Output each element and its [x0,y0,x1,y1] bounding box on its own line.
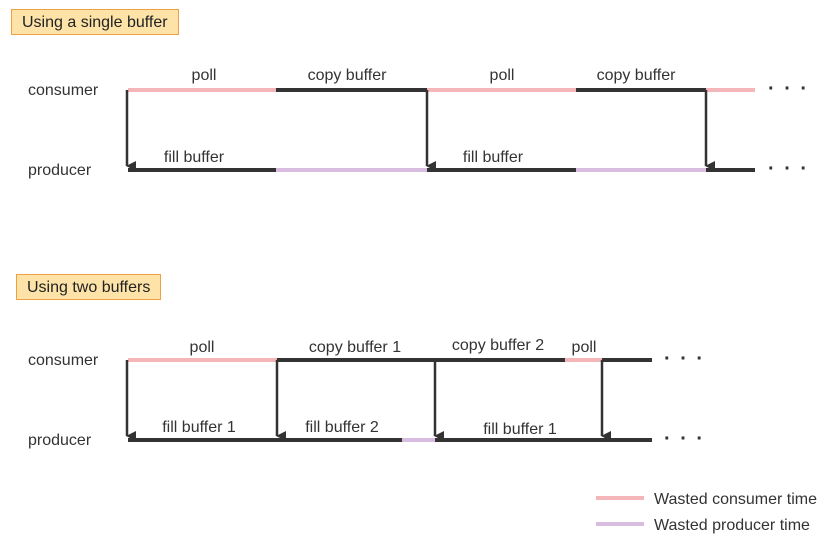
section-title-two-buffers: Using two buffers [16,274,162,300]
legend-label-producer: Wasted producer time [654,517,810,534]
row-label-consumer: consumer [28,352,99,369]
section-title-single-buffer: Using a single buffer [11,9,179,35]
segment-label-fill-buffer-2: fill buffer 2 [305,419,379,436]
segment-label-poll: poll [190,339,215,356]
row-label-producer: producer [28,162,92,179]
row-label-consumer: consumer [28,82,99,99]
segment-label-fill-buffer: fill buffer [164,149,225,166]
segment-label-poll: poll [572,339,597,356]
segment-label-copy-buffer-1: copy buffer 1 [309,339,401,356]
segment-label-fill-buffer-1: fill buffer 1 [162,419,236,436]
segment-label-poll: poll [192,67,217,84]
legend-label-consumer: Wasted consumer time [654,491,817,508]
ellipsis: · · · [664,348,705,370]
segment-label-copy-buffer: copy buffer [308,67,388,84]
segment-label-poll: poll [490,67,515,84]
ellipsis: · · · [768,158,809,180]
segment-label-copy-buffer: copy buffer [597,67,677,84]
ellipsis: · · · [664,428,705,450]
ellipsis: · · · [768,78,809,100]
segment-label-fill-buffer-1: fill buffer 1 [483,421,557,438]
segment-label-copy-buffer-2: copy buffer 2 [452,337,544,354]
legend: Wasted consumer time Wasted producer tim… [596,491,817,534]
segment-label-fill-buffer: fill buffer [463,149,524,166]
row-label-producer: producer [28,432,92,449]
